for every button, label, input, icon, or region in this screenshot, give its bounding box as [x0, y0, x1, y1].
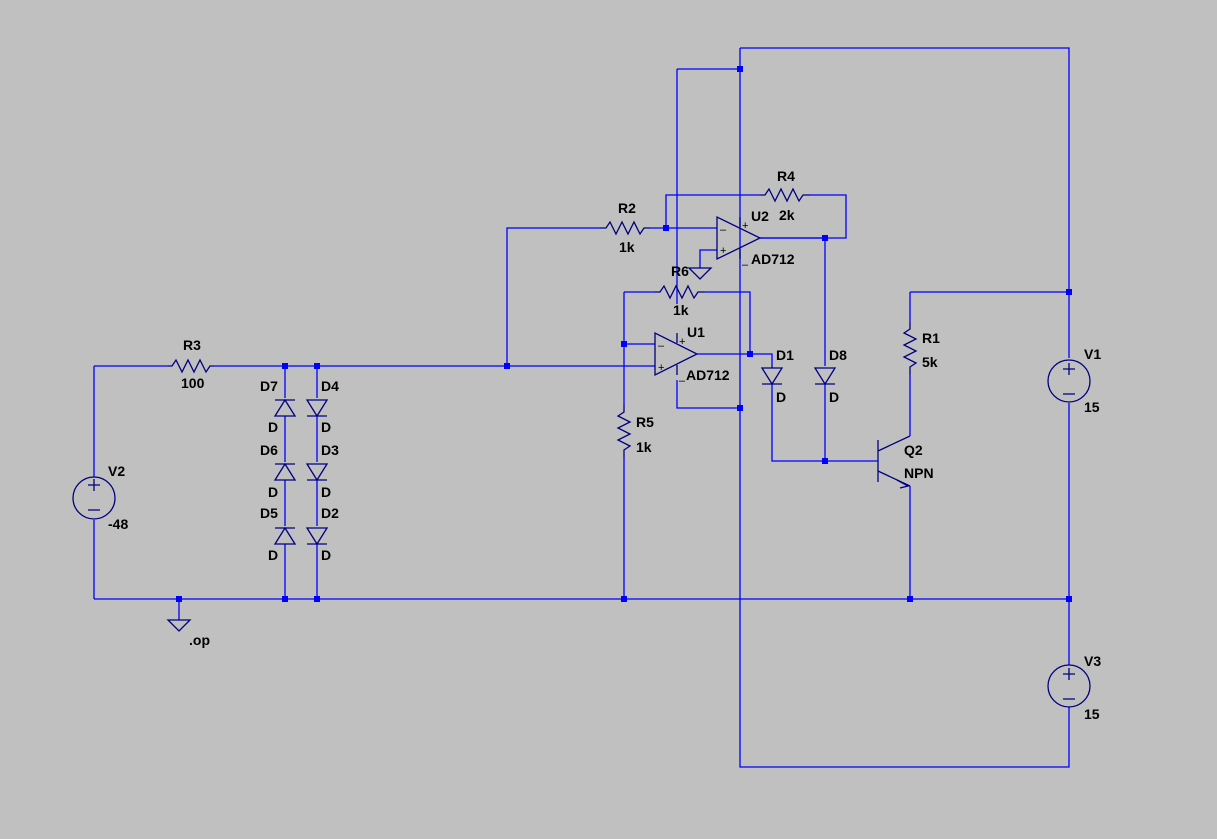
r4-name: R4 [777, 168, 795, 184]
r5-value: 1k [636, 439, 652, 455]
opamp-u1[interactable]: – + + – U1 AD712 [654, 324, 730, 387]
d7-name: D7 [260, 378, 278, 394]
resistor-r2[interactable]: R2 1k [600, 200, 650, 255]
u1-value: AD712 [686, 367, 730, 383]
diode-d6[interactable]: D6 D [260, 442, 297, 500]
resistor-r6[interactable]: R6 1k [655, 263, 705, 318]
junctions [176, 66, 1072, 602]
voltage-source-v3[interactable]: V3 15 [1047, 653, 1101, 722]
d8-value: D [829, 389, 839, 405]
diode-d2[interactable]: D2 D [305, 505, 339, 563]
r6-name: R6 [671, 263, 689, 279]
r3-value: 100 [181, 375, 205, 391]
d4-value: D [321, 419, 331, 435]
d3-name: D3 [321, 442, 339, 458]
d1-name: D1 [776, 347, 794, 363]
d2-name: D2 [321, 505, 339, 521]
d5-value: D [268, 547, 278, 563]
diode-d3[interactable]: D3 D [305, 442, 339, 500]
v3-value: 15 [1084, 706, 1100, 722]
diode-d1[interactable]: D1 D [760, 347, 794, 405]
d4-name: D4 [321, 378, 339, 394]
diode-d5[interactable]: D5 D [260, 505, 297, 563]
u2-minus-pin: – [720, 224, 727, 236]
u1-minus-pin: – [658, 340, 665, 352]
d5-name: D5 [260, 505, 278, 521]
u2-value: AD712 [751, 251, 795, 267]
spice-directive[interactable]: .op [189, 632, 210, 648]
u2-vminus-pin: – [742, 259, 749, 271]
diode-d4[interactable]: D4 D [305, 378, 339, 435]
q2-value: NPN [904, 465, 934, 481]
resistor-r1[interactable]: R1 5k [902, 322, 940, 375]
transistor-q2[interactable]: Q2 NPN [877, 435, 934, 489]
u1-name: U1 [687, 324, 705, 340]
wires [93, 47, 1070, 768]
d8-name: D8 [829, 347, 847, 363]
diode-d8[interactable]: D8 D [813, 347, 847, 405]
opamp-u2[interactable]: – + + – U2 AD712 [716, 208, 795, 271]
u1-vminus-pin: – [679, 375, 686, 387]
ground-symbol [166, 619, 192, 632]
d2-value: D [321, 547, 331, 563]
r6-value: 1k [673, 302, 689, 318]
u1-vplus-pin: + [679, 336, 685, 348]
ground-symbol-u2 [687, 267, 713, 280]
voltage-source-v2[interactable]: V2 -48 [72, 463, 128, 532]
v2-name: V2 [108, 463, 125, 479]
r3-name: R3 [183, 337, 201, 353]
r5-name: R5 [636, 414, 654, 430]
r4-value: 2k [779, 207, 795, 223]
r2-value: 1k [619, 239, 635, 255]
d3-value: D [321, 484, 331, 500]
d7-value: D [268, 419, 278, 435]
d1-value: D [776, 389, 786, 405]
resistor-r5[interactable]: R5 1k [616, 405, 654, 458]
diode-d7[interactable]: D7 D [260, 378, 297, 435]
r1-name: R1 [922, 330, 940, 346]
d6-value: D [268, 484, 278, 500]
voltage-source-v1[interactable]: V1 15 [1047, 346, 1101, 415]
d6-name: D6 [260, 442, 278, 458]
resistor-r3[interactable]: R3 100 [168, 337, 214, 391]
v3-name: V3 [1084, 653, 1101, 669]
u2-vplus-pin: + [742, 220, 748, 232]
r2-name: R2 [618, 200, 636, 216]
v1-value: 15 [1084, 399, 1100, 415]
v1-name: V1 [1084, 346, 1101, 362]
q2-name: Q2 [904, 442, 923, 458]
u1-plus-pin: + [658, 362, 664, 374]
v2-value: -48 [108, 516, 128, 532]
u2-plus-pin: + [720, 245, 726, 257]
resistor-r4[interactable]: R4 2k [760, 168, 810, 223]
r1-value: 5k [922, 354, 938, 370]
u2-name: U2 [751, 208, 769, 224]
